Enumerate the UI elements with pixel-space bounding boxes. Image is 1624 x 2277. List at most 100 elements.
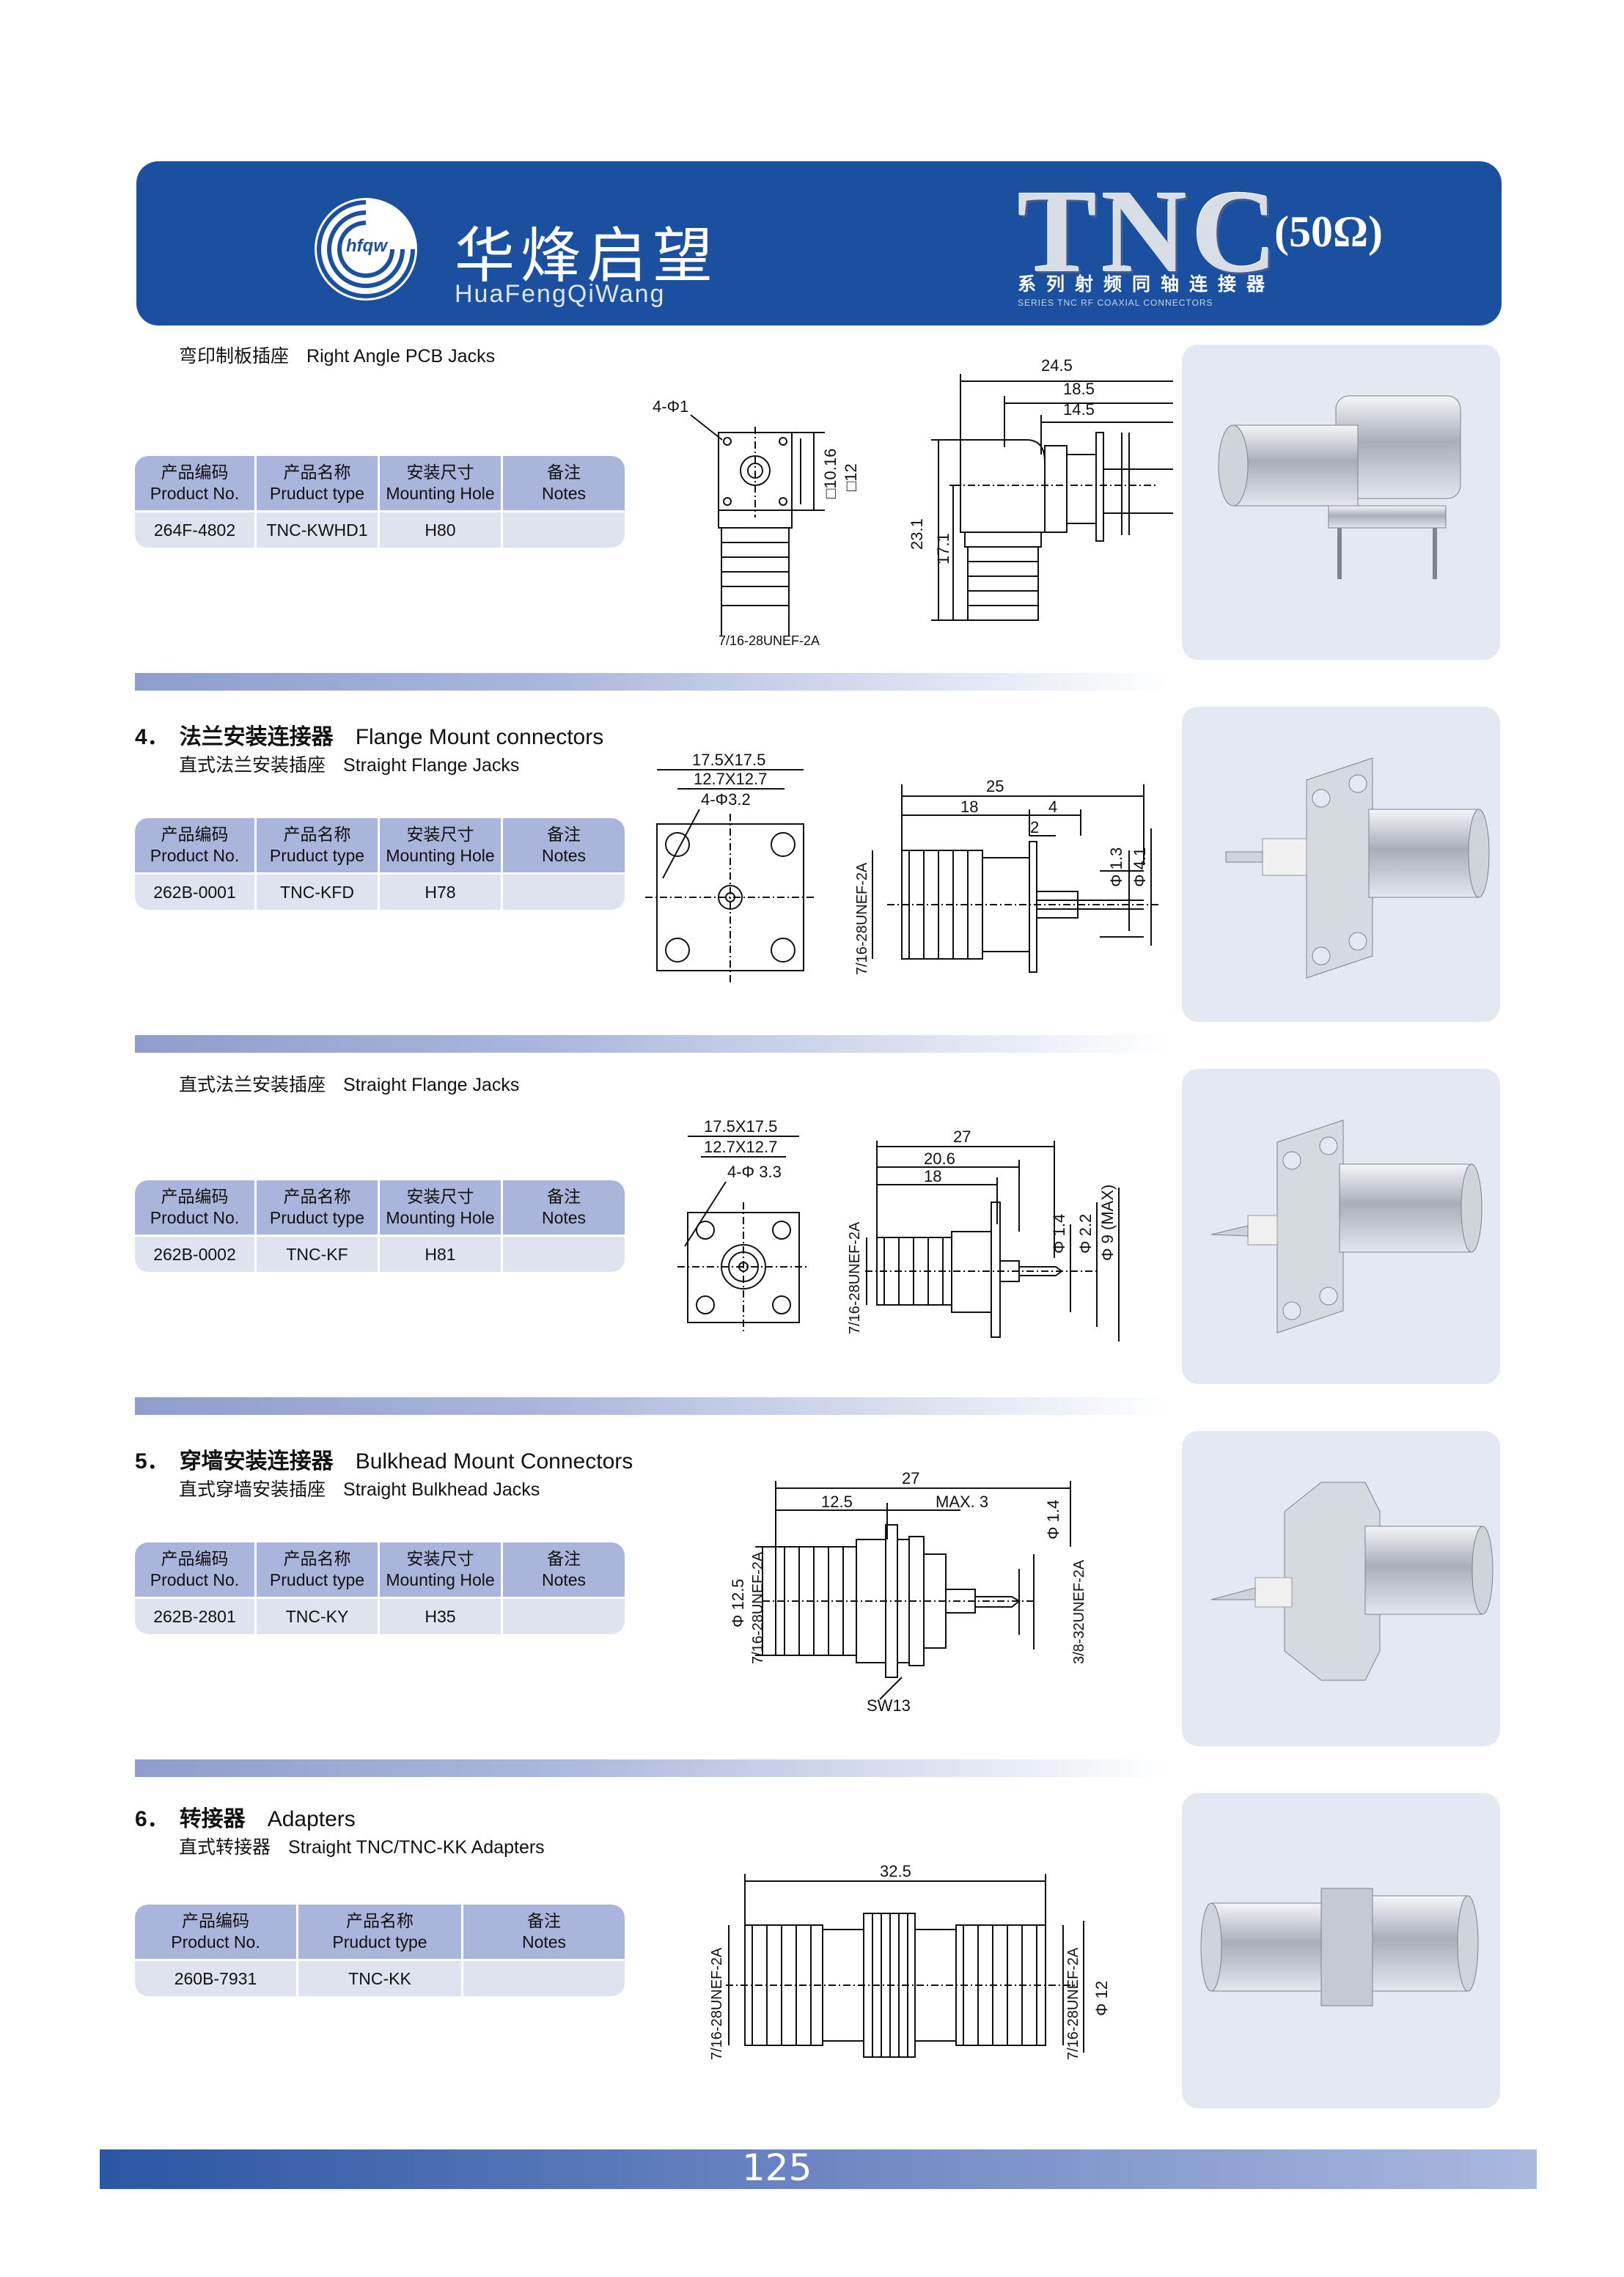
- cell-product-type: TNC-KF: [257, 1235, 380, 1272]
- dim-label: Φ 1.3: [1107, 847, 1125, 887]
- dim-label: □10.16: [821, 449, 839, 499]
- dim-label: 17.5X17.5: [692, 751, 765, 769]
- cell-product-type: TNC-KWHD1: [257, 510, 380, 548]
- subtitle-en: Right Angle PCB Jacks: [306, 346, 496, 367]
- dim-label: 2: [1030, 818, 1039, 836]
- dim-label: MAX. 3: [936, 1493, 988, 1511]
- section-title-en: Adapters: [267, 1807, 356, 1831]
- dim-label: Φ 4.1: [1131, 847, 1149, 887]
- dim-label: 23.1: [908, 518, 926, 550]
- dim-label: Φ 1.4: [1050, 1214, 1068, 1254]
- series-subtitle-cn: 系列射频同轴连接器: [1018, 274, 1276, 295]
- dim-label: 17.1: [934, 533, 952, 564]
- product-photo: [1182, 1431, 1500, 1746]
- cell-product-no: 260B-7931: [135, 1959, 298, 1996]
- cell-mounting: H78: [380, 872, 503, 910]
- section-title-cn: 穿墙安装连接器: [179, 1449, 334, 1474]
- section-title: 4． 法兰安装连接器 Flange Mount connectors: [135, 718, 603, 751]
- dim-label: 12.7X12.7: [694, 770, 767, 788]
- section-divider: [135, 1759, 1169, 1777]
- cell-notes: [503, 872, 625, 910]
- dim-label: Φ 12: [1092, 1981, 1111, 2016]
- cell-notes: [503, 1597, 625, 1634]
- dim-label: □12: [842, 463, 860, 491]
- subtitle-en: Straight Flange Jacks: [343, 1075, 520, 1095]
- section-divider: [135, 1035, 1169, 1053]
- dim-label: 18: [960, 798, 978, 816]
- dim-label: 7/16-28UNEF-2A: [750, 1551, 766, 1664]
- dim-label: 7/16-28UNEF-2A: [1065, 1947, 1081, 2060]
- dim-label: 24.5: [1041, 356, 1073, 375]
- dim-label: 18: [924, 1167, 941, 1185]
- dim-label: 25: [986, 777, 1004, 795]
- dim-label: 20.6: [924, 1149, 955, 1168]
- section-title-cn: 转接器: [179, 1807, 246, 1831]
- section-subtitle: 直式法兰安装插座 Straight Flange Jacks: [179, 1070, 519, 1097]
- logo-text: hfqw: [346, 236, 387, 256]
- product-photo: [1182, 1069, 1500, 1384]
- product-photo: [1182, 707, 1500, 1022]
- section-divider: [135, 1397, 1169, 1415]
- section-title-en: Flange Mount connectors: [355, 725, 604, 749]
- dim-label: Φ 2.2: [1076, 1214, 1095, 1254]
- series-title: TNC: [1018, 166, 1282, 298]
- logo-icon: [315, 198, 417, 301]
- section-number: 4．: [135, 725, 169, 749]
- cell-notes: [503, 1235, 625, 1272]
- section-title: 6． 转接器 Adapters: [135, 1800, 356, 1833]
- cell-notes: [463, 1959, 625, 1996]
- section-number: 5．: [135, 1449, 169, 1474]
- subtitle-en: Straight TNC/TNC-KK Adapters: [288, 1837, 545, 1858]
- section-title-cn: 法兰安装连接器: [179, 725, 334, 749]
- subtitle-cn: 直式转接器: [179, 1837, 271, 1858]
- technical-drawing: 17.5X17.5 12.7X12.7 4-Φ3.2 25 18 4 2 Φ 1…: [645, 751, 1158, 982]
- dim-label: Φ 12.5: [729, 1579, 747, 1627]
- technical-drawing: 32.5 7/16-28UNEF-2A 7/16-28UNEF-2A Φ 12: [709, 1862, 1111, 2060]
- dim-label: 4: [1048, 798, 1057, 816]
- technical-drawing: 27 12.5 MAX. 3 Φ 12.5 7/16-28UNEF-2A Φ 1…: [729, 1469, 1087, 1715]
- subtitle-cn: 直式法兰安装插座: [179, 1075, 326, 1095]
- dim-label: 7/16-28UNEF-2A: [854, 862, 870, 975]
- series-subtitle-en: SERIES TNC RF COAXIAL CONNECTORS: [1018, 298, 1213, 308]
- product-photo: [1182, 1793, 1500, 2108]
- dim-label: 3/8-32UNEF-2A: [1071, 1559, 1087, 1664]
- cell-mounting: H81: [380, 1235, 503, 1272]
- section-subtitle: 直式转接器 Straight TNC/TNC-KK Adapters: [179, 1833, 545, 1859]
- subtitle-en: Straight Flange Jacks: [343, 755, 520, 776]
- dim-label: 7/16-28UNEF-2A: [847, 1221, 863, 1334]
- page-number: 125: [742, 2147, 812, 2189]
- dim-label: 4-Φ1: [653, 397, 688, 416]
- cell-product-no: 262B-2801: [135, 1597, 257, 1634]
- brand-name-cn: 华烽启望: [455, 221, 719, 291]
- cell-product-no: 262B-0001: [135, 872, 257, 910]
- dim-label: 4-Φ 3.3: [727, 1163, 782, 1181]
- cell-product-type: TNC-KFD: [257, 872, 380, 910]
- cell-mounting: H35: [380, 1597, 503, 1634]
- dim-label: 17.5X17.5: [704, 1117, 777, 1136]
- cell-notes: [503, 510, 625, 548]
- section-number: 6．: [135, 1807, 169, 1831]
- dim-label: 27: [953, 1128, 971, 1146]
- footer-bar: [100, 2149, 1537, 2189]
